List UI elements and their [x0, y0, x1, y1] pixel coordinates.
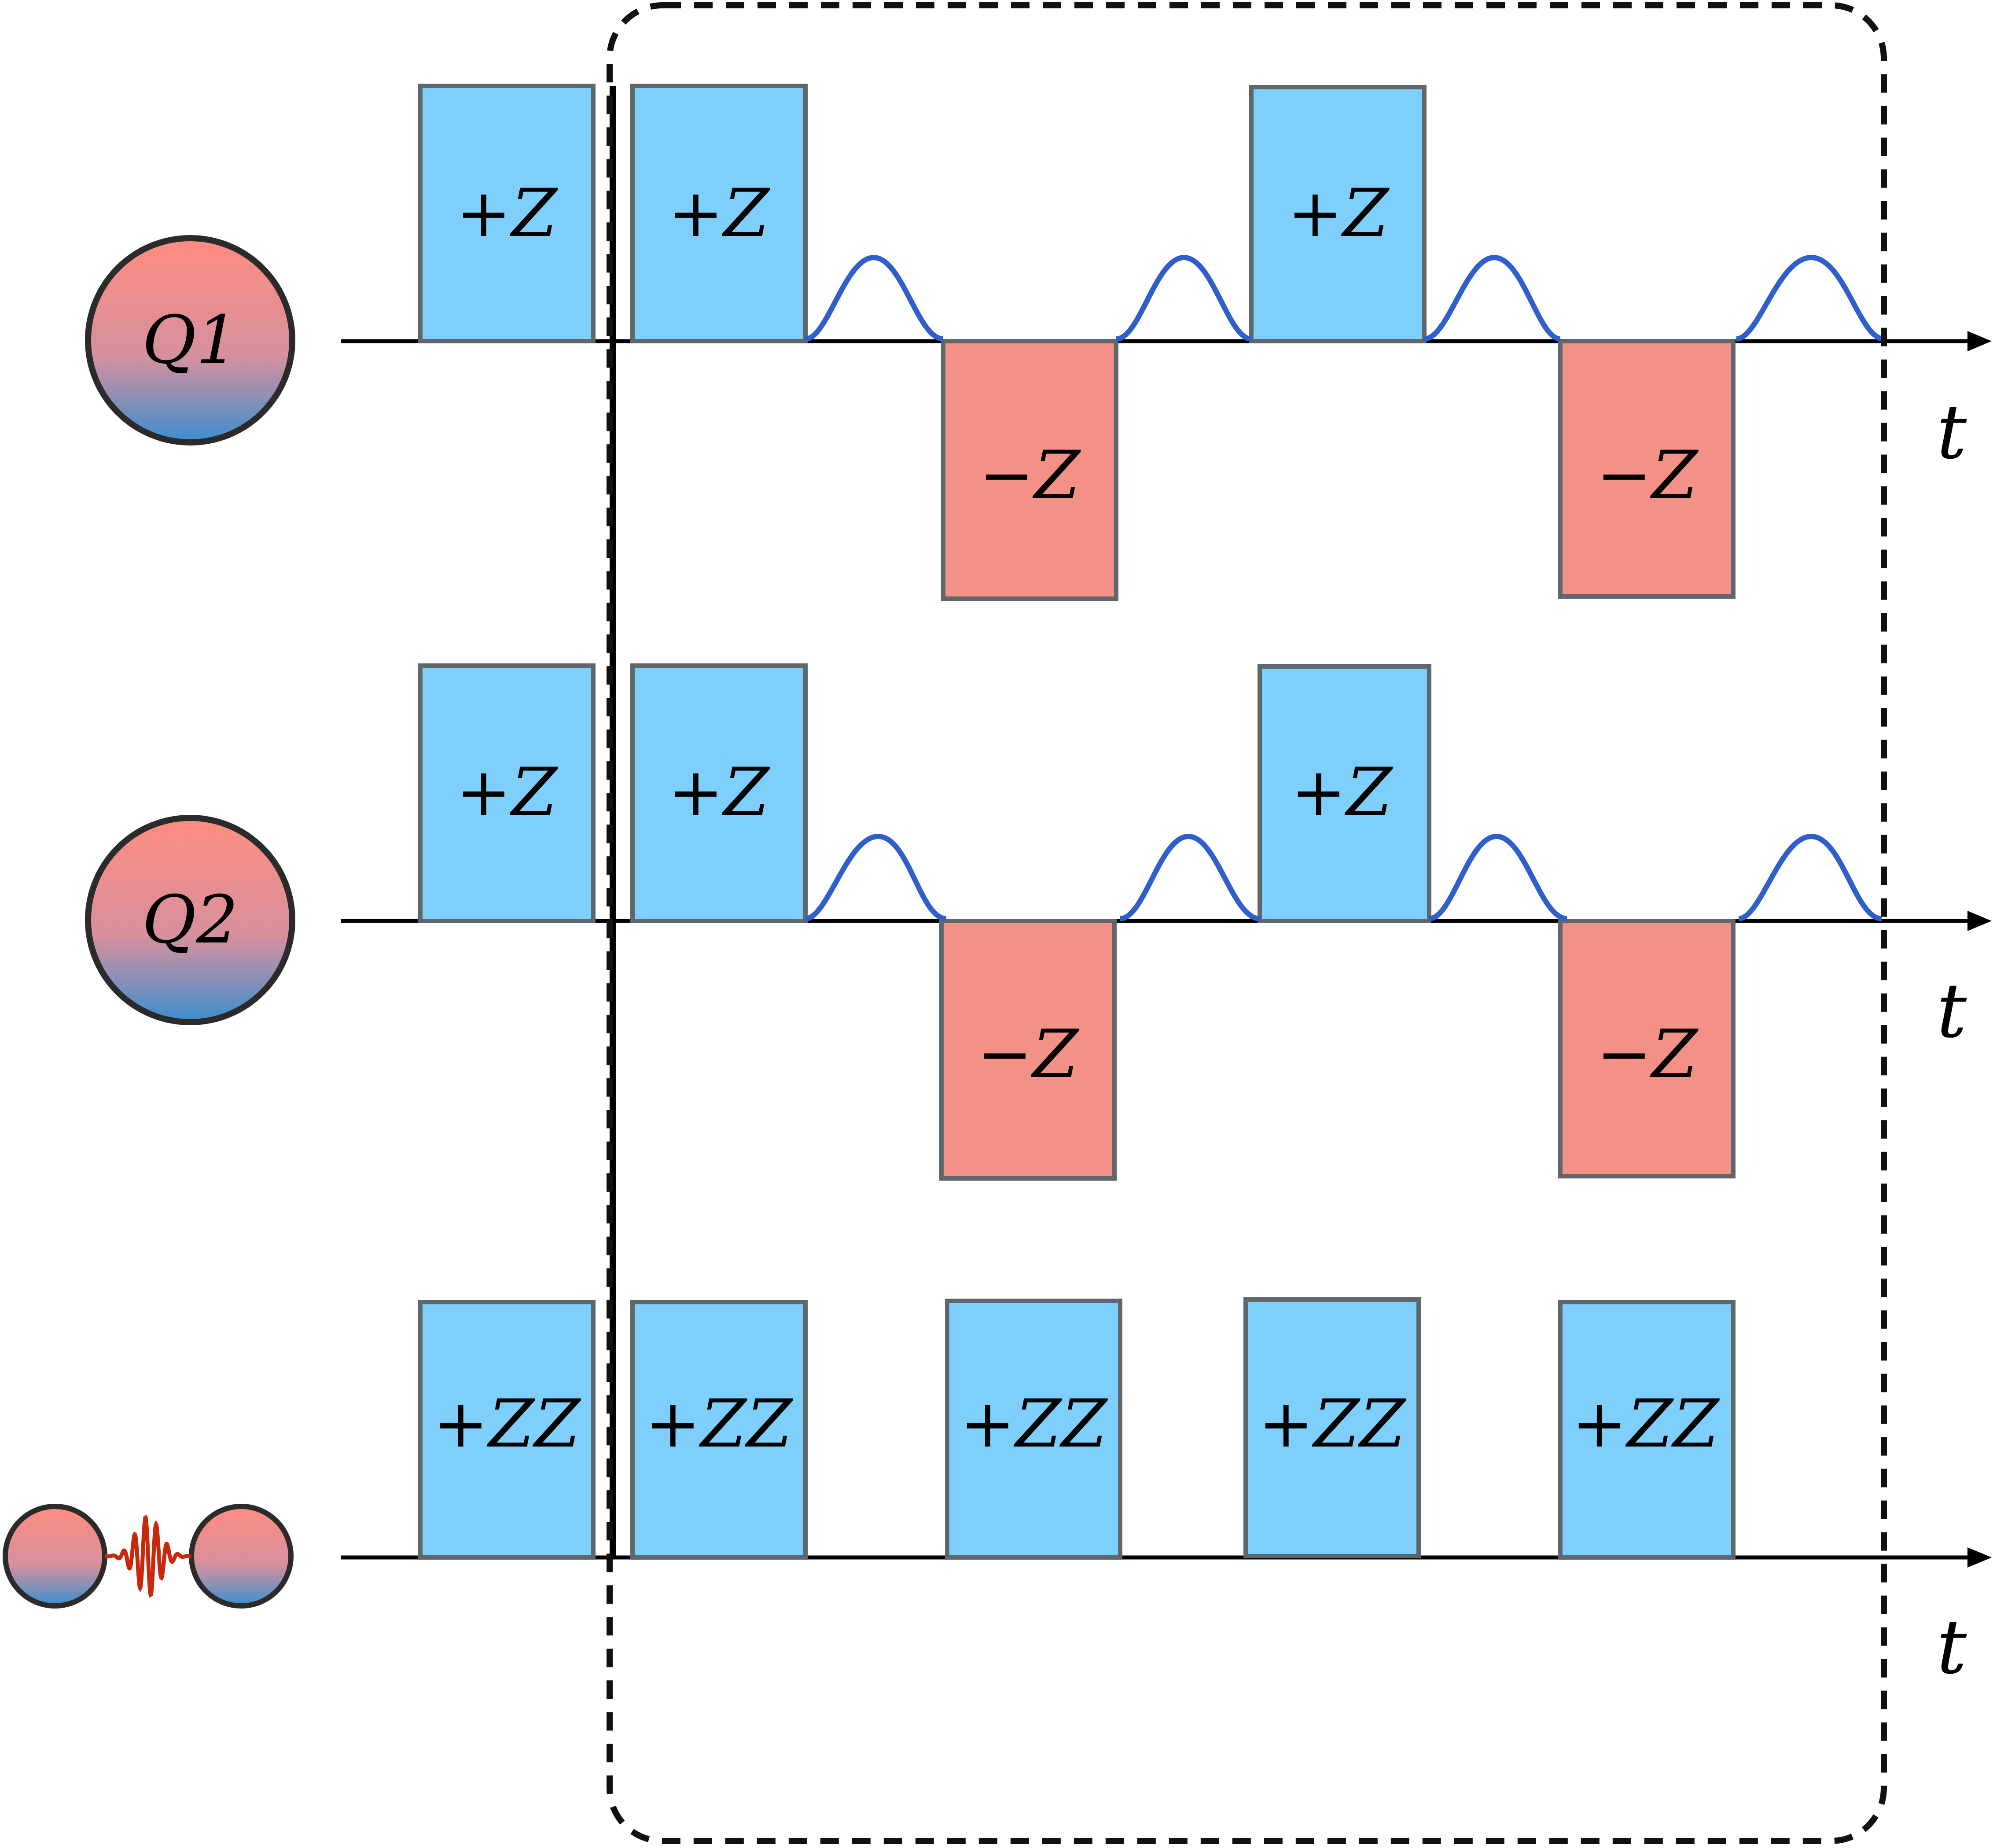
gaussian-pulse-icon: [1116, 254, 1252, 342]
pulse-zz-5: +ZZ: [1558, 1300, 1736, 1560]
coupling-wave-icon: [105, 1514, 191, 1598]
qubit-q1-icon: Q1: [85, 235, 295, 445]
gaussian-pulses-q2: [805, 833, 1882, 921]
gaussian-pulse-icon: [1736, 254, 1884, 342]
pulse-label: +Z: [456, 175, 559, 252]
pulse-label: +Z: [668, 175, 771, 252]
axis-label-q2: t: [1937, 968, 1967, 1055]
repeat-frame: [607, 2, 1887, 1844]
row-zz: t +ZZ +ZZ +ZZ +ZZ +ZZ: [3, 1297, 1992, 1691]
row-q1: Q1 t +Z +Z −Z +Z −Z: [85, 84, 1992, 601]
gaussian-pulse-icon: [1429, 833, 1567, 921]
pulse-label: +Z: [1291, 754, 1394, 831]
gaussian-pulse-icon: [1738, 833, 1882, 921]
pulse-label: +ZZ: [645, 1386, 794, 1462]
row-q2: Q2 t +Z +Z −Z +Z −Z: [85, 663, 1992, 1181]
pulse-zz-1: +ZZ: [418, 1300, 596, 1560]
pulse-zz-4: +ZZ: [1243, 1297, 1421, 1558]
pulse-q1-5: −Z: [1558, 339, 1736, 599]
pulse-q1-4: +Z: [1249, 85, 1427, 343]
qubit-q2-icon: Q2: [85, 815, 295, 1025]
qubit-label-q1: Q1: [142, 302, 238, 379]
pulse-label: −Z: [979, 437, 1081, 514]
pulse-label: −Z: [1596, 437, 1699, 514]
gaussian-pulse-icon: [1424, 254, 1561, 342]
pulse-q2-1: +Z: [418, 663, 596, 923]
arrowhead-q2: [1967, 911, 1992, 931]
pulse-q2-2: +Z: [630, 663, 808, 923]
qubit-label-q2: Q2: [142, 882, 238, 958]
gaussian-pulse-icon: [1120, 833, 1260, 921]
pulse-label: −Z: [1596, 1016, 1699, 1093]
pulse-label: +ZZ: [960, 1386, 1108, 1462]
arrowhead-zz: [1967, 1547, 1992, 1568]
pulse-q2-5: −Z: [1558, 919, 1736, 1178]
pulse-q1-2: +Z: [630, 84, 808, 343]
pulse-label: +Z: [1287, 175, 1390, 252]
gaussian-pulses-q1: [805, 254, 1884, 342]
pulse-q1-3: −Z: [941, 339, 1118, 601]
pulse-label: −Z: [977, 1016, 1080, 1093]
pulse-label: +ZZ: [1572, 1386, 1720, 1462]
pulse-zz-3: +ZZ: [945, 1299, 1122, 1560]
pulse-label: +Z: [456, 754, 559, 831]
gaussian-pulse-icon: [805, 254, 944, 342]
pulse-q1-1: +Z: [418, 84, 596, 343]
pulse-label: +ZZ: [433, 1386, 581, 1462]
pulse-label: +ZZ: [1258, 1386, 1407, 1462]
axis-label-zz: t: [1937, 1604, 1967, 1691]
pulse-label: +Z: [668, 754, 771, 831]
pulse-zz-2: +ZZ: [630, 1300, 808, 1560]
pulse-q2-3: −Z: [939, 919, 1117, 1181]
arrowhead-q1: [1967, 331, 1992, 351]
gaussian-pulse-icon: [805, 833, 947, 921]
coupled-qubits-icon: [3, 1504, 294, 1609]
pulse-q2-4: +Z: [1258, 664, 1431, 923]
axis-label-q1: t: [1937, 389, 1967, 476]
